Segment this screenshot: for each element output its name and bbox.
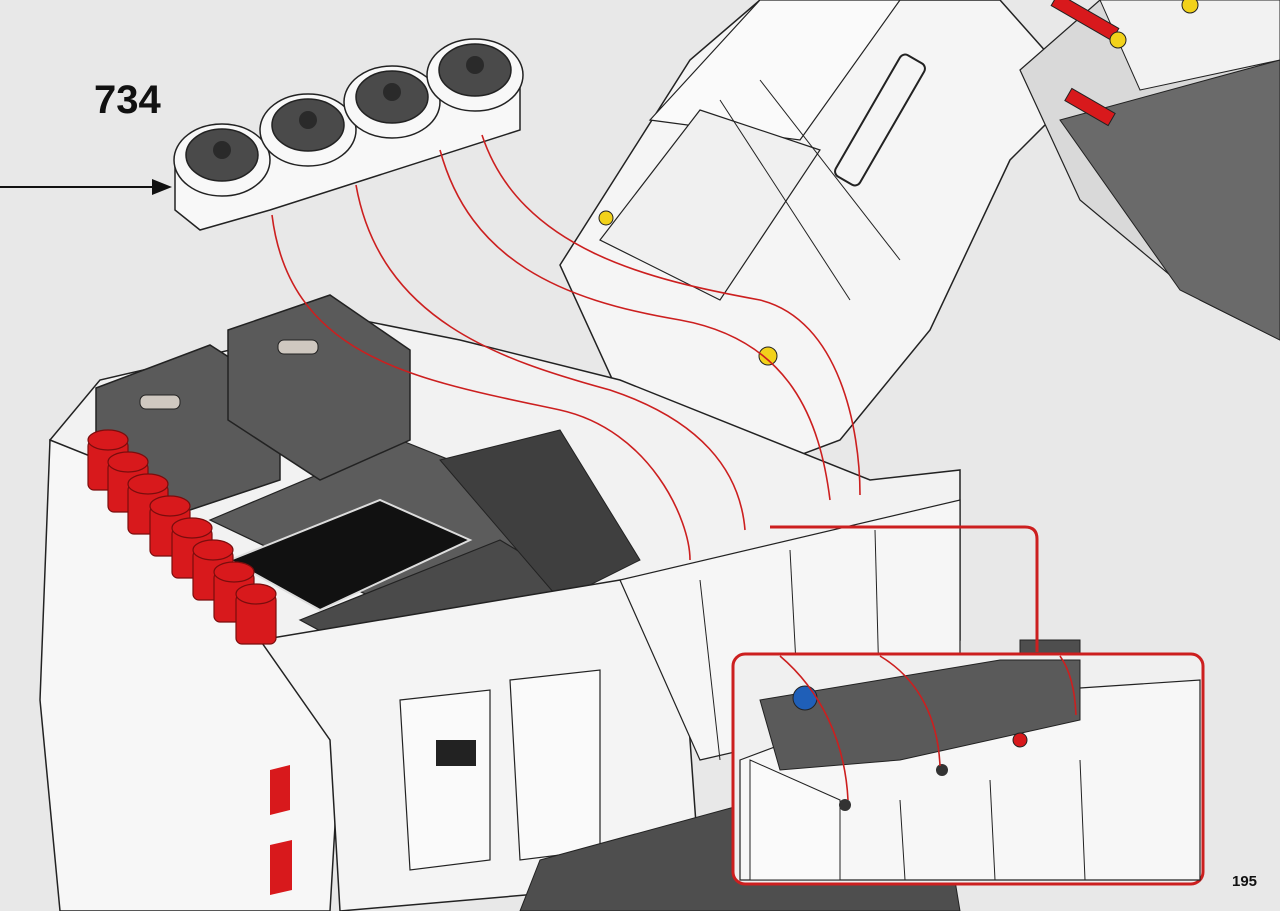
placement-guide-lines xyxy=(271,134,861,561)
excavator-body xyxy=(39,294,1081,911)
boom-logo-9800 xyxy=(834,53,926,187)
fan-unit-part xyxy=(173,38,524,231)
callout-detail-view xyxy=(739,659,1201,881)
detail-callout xyxy=(731,525,1205,886)
counterweight-red-cylinders xyxy=(87,429,277,645)
excavator-boom xyxy=(559,0,1280,471)
insertion-arrow xyxy=(0,179,172,195)
page-number: 195 xyxy=(1232,873,1258,890)
step-number: 734 xyxy=(94,78,161,122)
